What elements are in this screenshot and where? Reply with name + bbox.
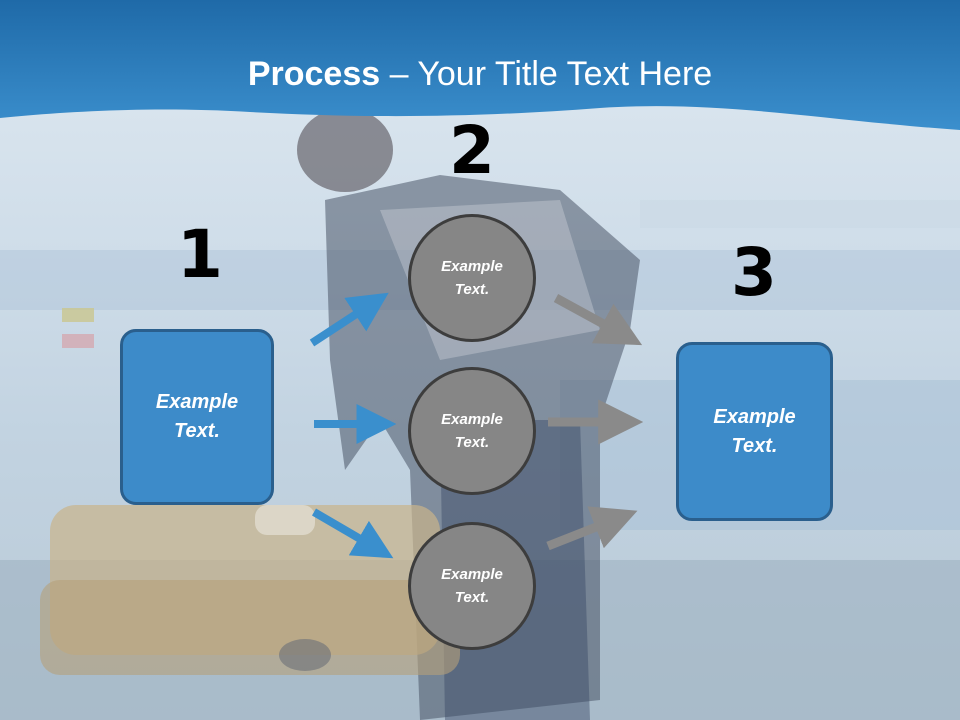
step-2-circle-top[interactable]: Example Text. (408, 214, 536, 342)
arrow-blue-down (311, 508, 394, 559)
step-number-3: 3 (731, 234, 777, 311)
title-bold: Process (247, 55, 381, 93)
title-rest: – Your Title Text Here (380, 55, 713, 93)
step-2-circle-bottom[interactable]: Example Text. (408, 522, 536, 650)
circle-text: Example Text. (441, 258, 503, 298)
arrow-gray-down (553, 294, 643, 346)
step-1-box-text: Example Text. (155, 391, 239, 442)
step-number-1: 1 (177, 216, 223, 293)
step-3-box-text: Example Text. (713, 405, 796, 457)
step-3-box[interactable]: Example Text. (676, 342, 833, 521)
slide-title: Process – Your Title Text Here (0, 52, 960, 96)
circle-text: Example Text. (441, 411, 503, 451)
step-1-box[interactable]: Example Text. (120, 329, 274, 505)
arrow-blue-up (309, 292, 389, 347)
arrow-gray-up (546, 506, 638, 551)
header-band (0, 0, 960, 130)
step-2-circle-middle[interactable]: Example Text. (408, 367, 536, 495)
circle-text: Example Text. (441, 566, 503, 606)
step-number-2: 2 (449, 112, 495, 189)
